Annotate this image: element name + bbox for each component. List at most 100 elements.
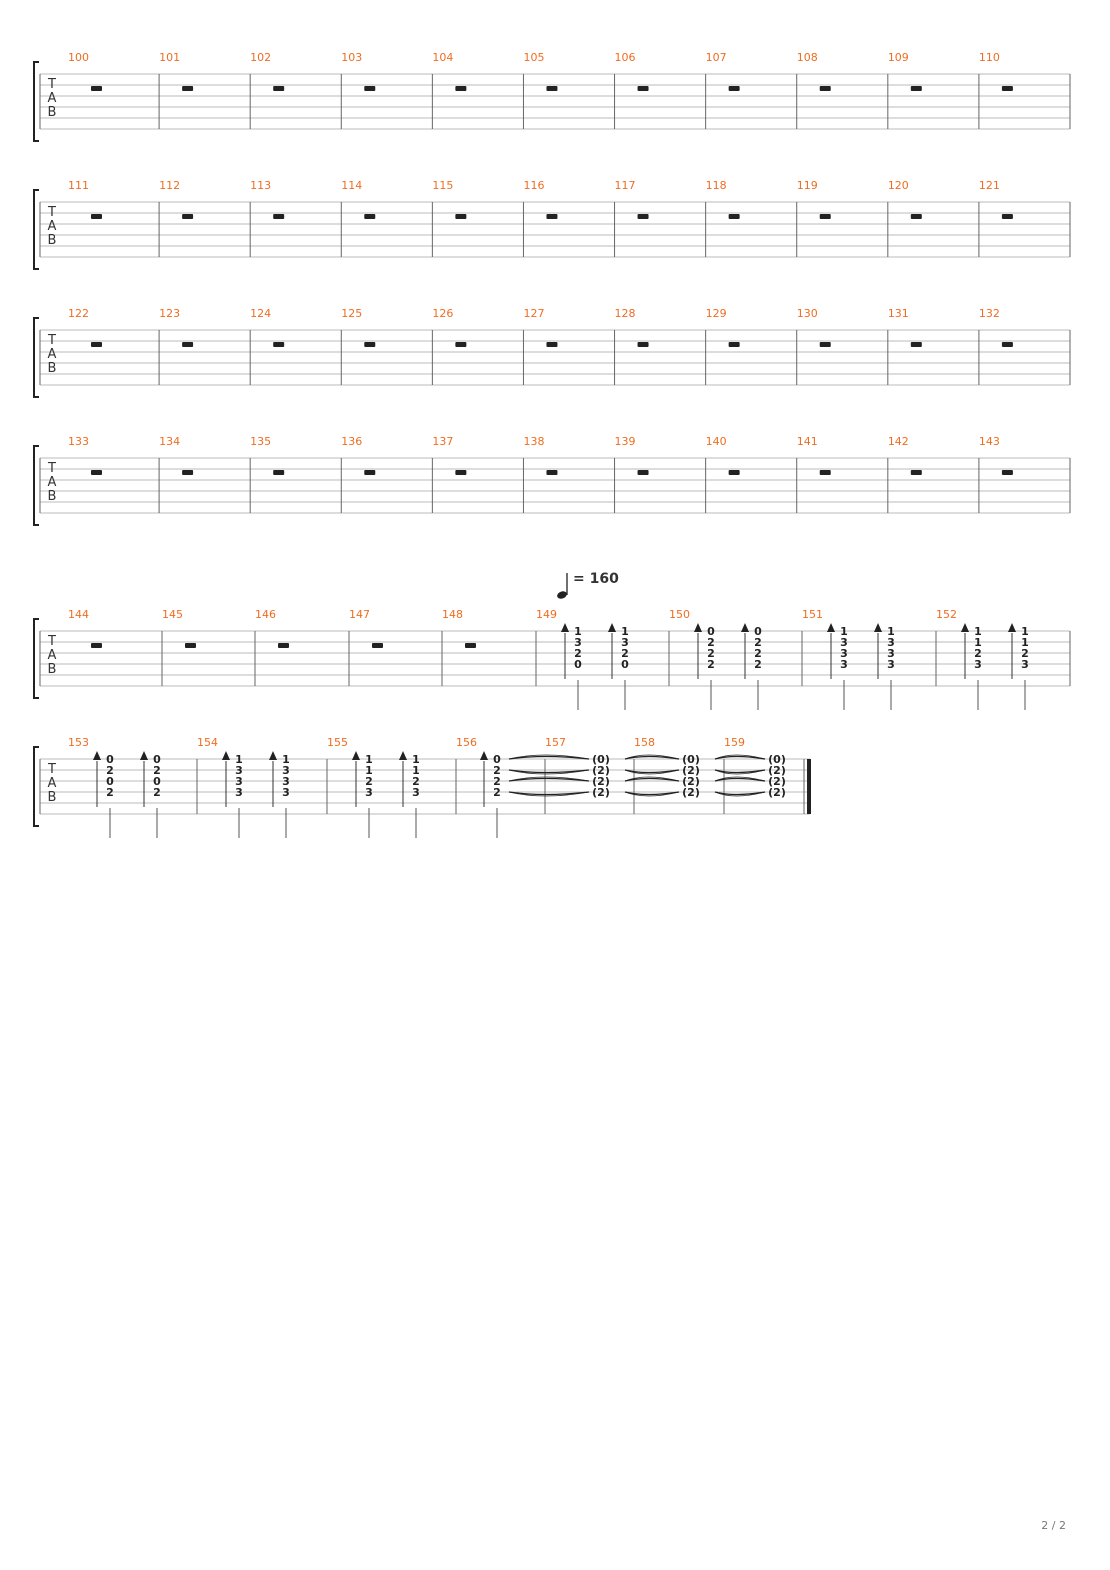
whole-rest	[637, 86, 649, 91]
measure-number: 149	[536, 608, 557, 621]
whole-rest	[91, 342, 102, 347]
measure-number: 102	[250, 51, 271, 64]
tie-curve	[714, 769, 766, 775]
fret-number: 1	[282, 753, 290, 766]
fret-number: 3	[412, 786, 420, 799]
measure: 114	[341, 179, 433, 257]
tie-curve	[714, 791, 766, 797]
measure-number: 137	[432, 435, 453, 448]
whole-rest	[91, 214, 102, 219]
measure: 118	[706, 179, 798, 257]
whole-rest	[91, 643, 102, 648]
strum-up-arrow-icon	[874, 623, 882, 632]
fret-number: 3	[974, 658, 982, 671]
measure: 124	[250, 307, 342, 385]
measure: 107	[706, 51, 798, 129]
measure: 108	[797, 51, 889, 129]
measure-number: 148	[442, 608, 463, 621]
tie-curve	[714, 754, 766, 760]
fret-number: 1	[365, 753, 373, 766]
whole-rest	[273, 470, 285, 475]
tab-clef-letter: T	[47, 77, 56, 92]
measure-number: 120	[888, 179, 909, 192]
fret-number: 3	[235, 764, 243, 777]
measure: 159(0)(2)(2)(2)	[714, 736, 786, 799]
tab-clef-letter: A	[48, 347, 57, 362]
whole-rest	[728, 470, 740, 475]
measure-number: 121	[979, 179, 1000, 192]
measure: 122	[68, 307, 160, 385]
measure-number: 113	[250, 179, 271, 192]
measure-number: 109	[888, 51, 909, 64]
fret-number: 0	[707, 625, 715, 638]
measure: 144	[68, 608, 163, 686]
tab-clef-letter: B	[48, 105, 57, 120]
whole-rest	[273, 214, 285, 219]
measure: 142	[888, 435, 980, 513]
measure: 102	[250, 51, 342, 129]
whole-rest	[546, 342, 558, 347]
measure-number: 127	[523, 307, 544, 320]
measure-number: 145	[162, 608, 183, 621]
fret-number: 2	[493, 786, 501, 799]
whole-rest	[910, 214, 922, 219]
measure: 137	[432, 435, 524, 513]
measure: 136	[341, 435, 433, 513]
fret-number: 2	[106, 764, 114, 777]
page-number: 2 / 2	[1041, 1519, 1066, 1532]
tied-fret-number: (0)	[682, 753, 700, 766]
tie-curve	[508, 791, 590, 797]
system-bracket	[33, 189, 39, 270]
system-bracket	[33, 317, 39, 398]
fret-number: 0	[493, 753, 501, 766]
tie-curve	[624, 755, 680, 760]
tie-curve	[508, 769, 590, 774]
tied-fret-number: (2)	[768, 764, 786, 777]
whole-rest	[91, 86, 102, 91]
tie-curve	[624, 754, 680, 760]
tie-curve	[508, 769, 590, 775]
strum-up-arrow-icon	[827, 623, 835, 632]
fret-number: 2	[621, 647, 629, 660]
fret-number: 3	[282, 775, 290, 788]
measure: 157(0)(2)(2)(2)	[508, 736, 635, 814]
measure-number: 146	[255, 608, 276, 621]
whole-rest	[1001, 470, 1013, 475]
fret-number: 1	[974, 636, 982, 649]
measure: 138	[523, 435, 616, 513]
measure-number: 116	[523, 179, 544, 192]
whole-rest	[819, 86, 831, 91]
tie-curve	[624, 791, 680, 797]
tie-curve	[624, 769, 680, 775]
measure-number: 138	[523, 435, 544, 448]
fret-number: 3	[840, 636, 848, 649]
fret-number: 1	[840, 625, 848, 638]
tied-fret-number: (2)	[768, 786, 786, 799]
tie-curve	[624, 769, 680, 774]
tied-fret-number: (2)	[592, 764, 610, 777]
whole-rest	[364, 470, 376, 475]
tie-curve	[508, 791, 590, 796]
measure-number: 143	[979, 435, 1000, 448]
tie-curve	[624, 777, 680, 782]
whole-rest	[546, 86, 558, 91]
tab-clef-letter: A	[48, 219, 57, 234]
tie-curve	[714, 777, 766, 782]
measure-number: 111	[68, 179, 89, 192]
measure: 133	[68, 435, 160, 513]
measure-number: 101	[159, 51, 180, 64]
strum-up-arrow-icon	[222, 751, 230, 760]
fret-number: 0	[106, 775, 114, 788]
fret-number: 1	[412, 753, 420, 766]
measure-number: 107	[706, 51, 727, 64]
whole-rest	[455, 214, 467, 219]
